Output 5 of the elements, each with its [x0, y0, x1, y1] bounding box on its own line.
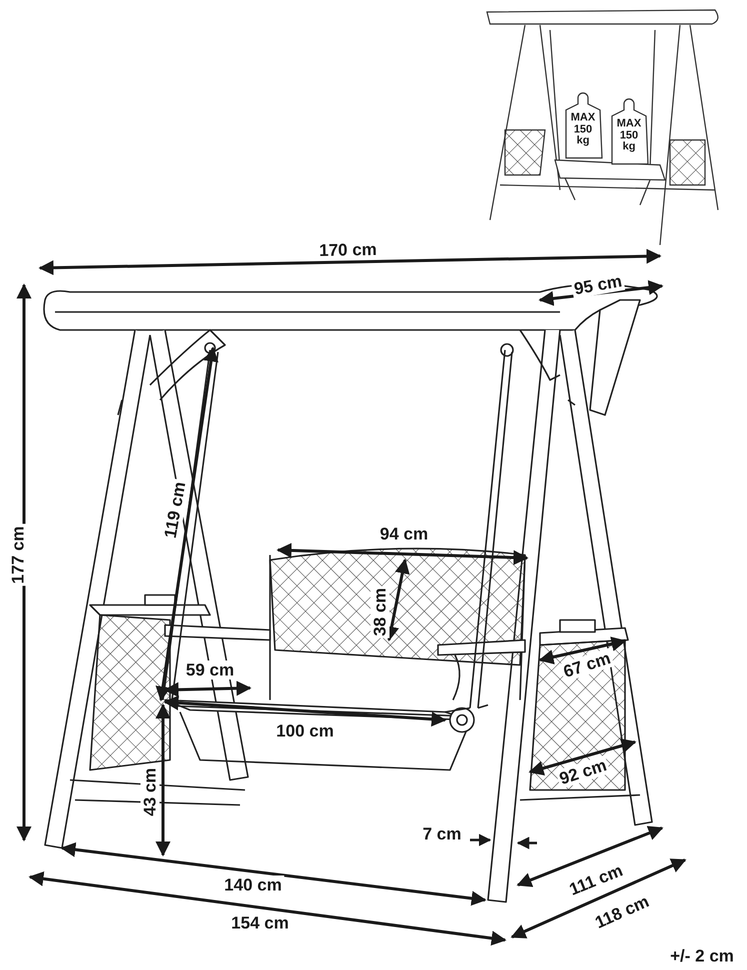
dimension-label: 177 cm — [8, 524, 28, 586]
weight-limit-label: MAX 150 kg — [570, 112, 596, 148]
dimension-label: 59 cm — [184, 660, 236, 680]
dimension-label: 38 cm — [370, 586, 390, 638]
weight-limit-label: MAX 150 kg — [616, 118, 642, 154]
